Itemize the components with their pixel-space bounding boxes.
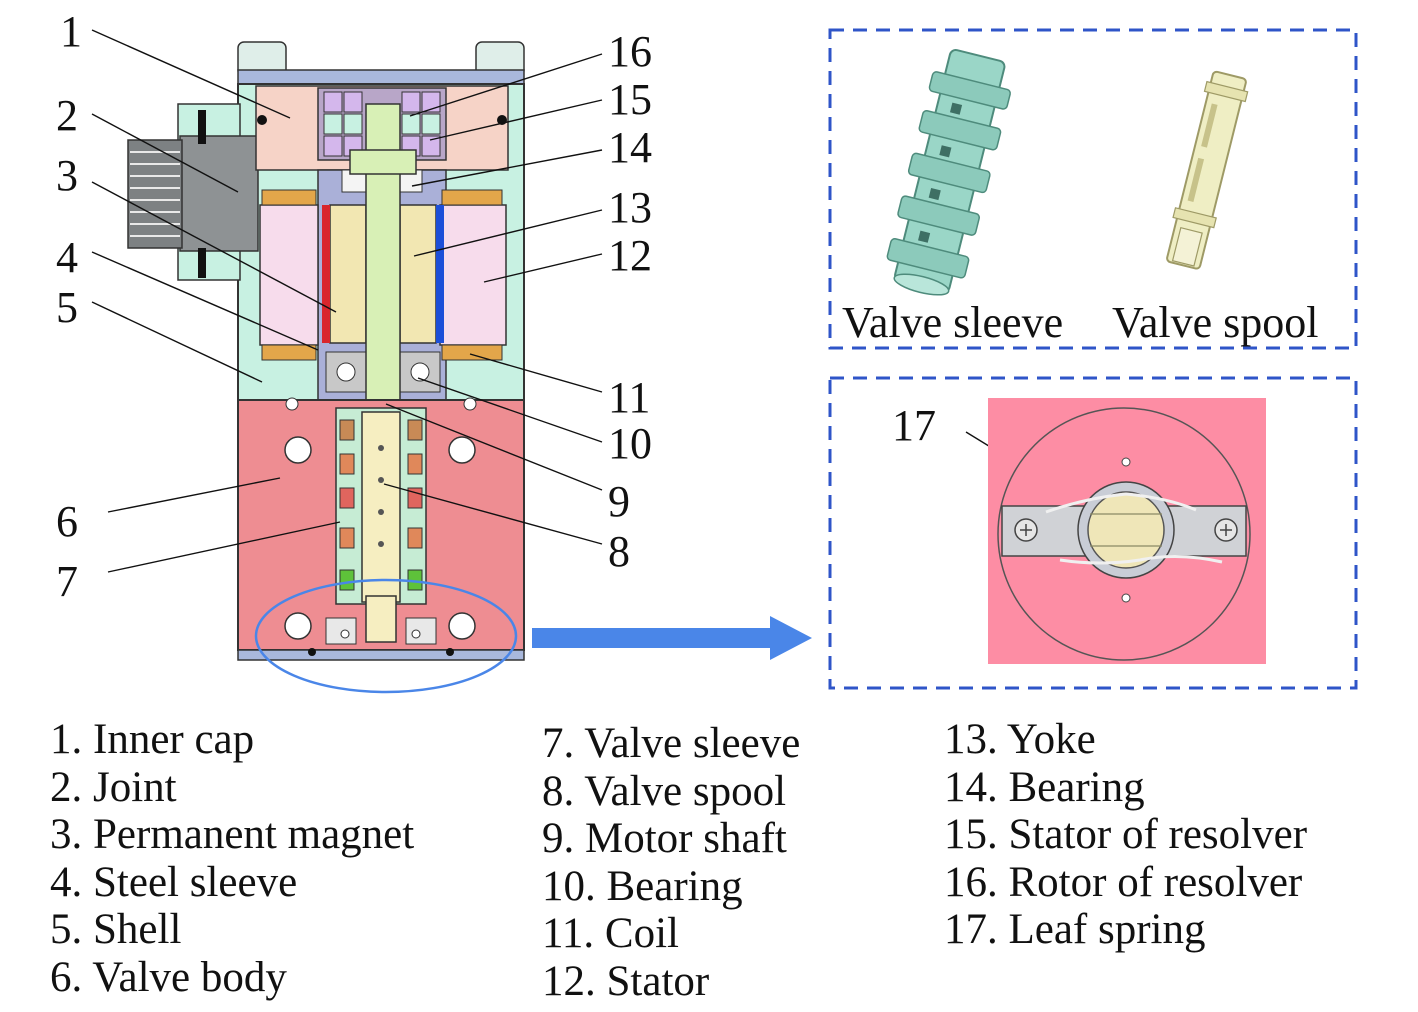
callout-15: 15: [608, 75, 652, 124]
valve-sleeve-part: [886, 49, 1011, 296]
legend-item: 12. Stator: [542, 957, 710, 1005]
legend-item: 17. Leaf spring: [944, 906, 1206, 953]
callout-1: 1: [60, 7, 82, 56]
coil-top-right: [441, 189, 503, 206]
legend-item: 10. Bearing: [542, 862, 743, 910]
top-plate: [237, 69, 525, 85]
legend-item: 2. Joint: [50, 763, 177, 811]
legend-item: 4. Steel sleeve: [50, 858, 298, 906]
callout-9: 9: [608, 477, 630, 526]
callout-13: 13: [608, 183, 652, 232]
callout-7: 7: [56, 557, 78, 606]
joint-connector: [127, 103, 259, 281]
callout-6: 6: [56, 497, 78, 546]
callout-3: 3: [56, 151, 78, 200]
legend-item: 6. Valve body: [50, 953, 287, 1001]
callout-12: 12: [608, 231, 652, 280]
stator-right: [439, 204, 507, 346]
legend-item: 16. Rotor of resolver: [944, 858, 1303, 906]
legend-item: 15. Stator of resolver: [944, 811, 1308, 858]
legend-item: 3. Permanent magnet: [50, 811, 415, 858]
permanent-magnet-left: [322, 205, 330, 343]
valve-spool-section: [361, 411, 401, 603]
valve-spool-caption: Valve spool: [1112, 298, 1319, 347]
leaf-spring-inset-frame: [828, 376, 1358, 690]
zoom-arrow: [532, 616, 812, 660]
callout-2: 2: [56, 91, 78, 140]
legend-item: 7. Valve sleeve: [542, 720, 801, 767]
sleeve-ports: [339, 419, 423, 591]
legend-item: 9. Motor shaft: [542, 815, 787, 862]
callout-numbers: 1 2 3 4 5 6 7 8 9 10 11 12 13 14 15 16 1…: [56, 7, 936, 606]
coil-bottom-left: [261, 344, 317, 361]
highlight-ellipse: [254, 578, 518, 694]
callout-16: 16: [608, 27, 652, 76]
lower-bearing: [325, 351, 441, 393]
leaf-spring-section: [325, 617, 437, 645]
motor-shaft: [365, 103, 401, 405]
parts-inset-frame: [828, 28, 1358, 350]
legend-column-2: 7. Valve sleeve 8. Valve spool 9. Motor …: [542, 720, 800, 1005]
callout-4: 4: [56, 233, 78, 282]
bottom-plate: [237, 649, 525, 661]
valve-cross-section: [127, 41, 525, 694]
callout-11: 11: [608, 373, 650, 422]
stator-left: [259, 204, 319, 346]
permanent-magnet-right: [436, 205, 444, 343]
coil-top-left: [261, 189, 317, 206]
coil-bottom-right: [441, 344, 503, 361]
valve-spool-part: [1166, 70, 1249, 270]
valve-sleeve-caption: Valve sleeve: [842, 298, 1063, 347]
yoke-right: [399, 204, 437, 344]
callout-8: 8: [608, 527, 630, 576]
legend-item: 11. Coil: [542, 910, 679, 957]
callout-5: 5: [56, 283, 78, 332]
legend-item: 13. Yoke: [944, 716, 1096, 763]
callout-10: 10: [608, 419, 652, 468]
leaf-spring-view: [988, 398, 1266, 664]
legend-column-3: 13. Yoke 14. Bearing 15. Stator of resol…: [944, 716, 1307, 954]
legend-item: 14. Bearing: [944, 763, 1145, 811]
legend-item: 8. Valve spool: [542, 767, 787, 815]
callout-17: 17: [892, 401, 936, 450]
legend-column-1: 1. Inner cap 2. Joint 3. Permanent magne…: [50, 716, 414, 1001]
yoke-left: [329, 204, 367, 344]
callout-14: 14: [608, 123, 652, 172]
legend-item: 1. Inner cap: [50, 716, 255, 763]
legend-item: 5. Shell: [50, 906, 182, 953]
